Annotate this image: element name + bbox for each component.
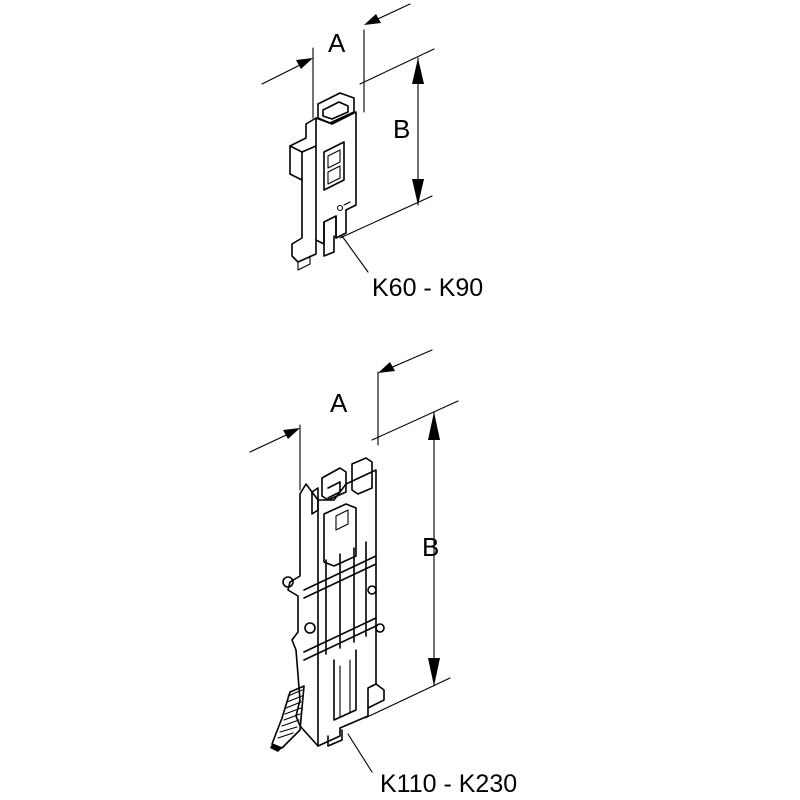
top-dim-a-arrow-right <box>364 3 411 25</box>
top-clip-body <box>289 92 357 271</box>
top-dim-a-arrow-left <box>261 58 313 85</box>
bottom-dim-b-extension-bottom <box>364 677 451 719</box>
bottom-dim-b-arrow <box>428 411 440 687</box>
top-dim-b-label: B <box>393 114 410 144</box>
bottom-label-leader <box>347 733 373 773</box>
bottom-part-label: K110 - K230 <box>380 770 517 798</box>
top-dim-a-label: A <box>328 28 346 58</box>
bottom-dim-b-extension-top <box>371 400 459 441</box>
top-label-leader <box>341 235 369 273</box>
bottom-ribbed-latch <box>270 685 305 752</box>
top-part-label: K60 - K90 <box>372 274 483 302</box>
top-dim-b-arrow <box>412 57 424 206</box>
top-part-drawing: A B <box>261 3 483 302</box>
bottom-dim-a-label: A <box>330 388 348 418</box>
bottom-dim-a-arrow-left <box>249 428 300 453</box>
bottom-clip-body <box>282 457 385 747</box>
bottom-part-drawing: A B <box>249 349 517 798</box>
bottom-dim-a-arrow-right <box>378 349 433 373</box>
top-dim-b-extension-bottom <box>339 195 433 239</box>
top-dim-b-extension-top <box>359 48 435 85</box>
bottom-dim-b-label: B <box>422 532 439 562</box>
